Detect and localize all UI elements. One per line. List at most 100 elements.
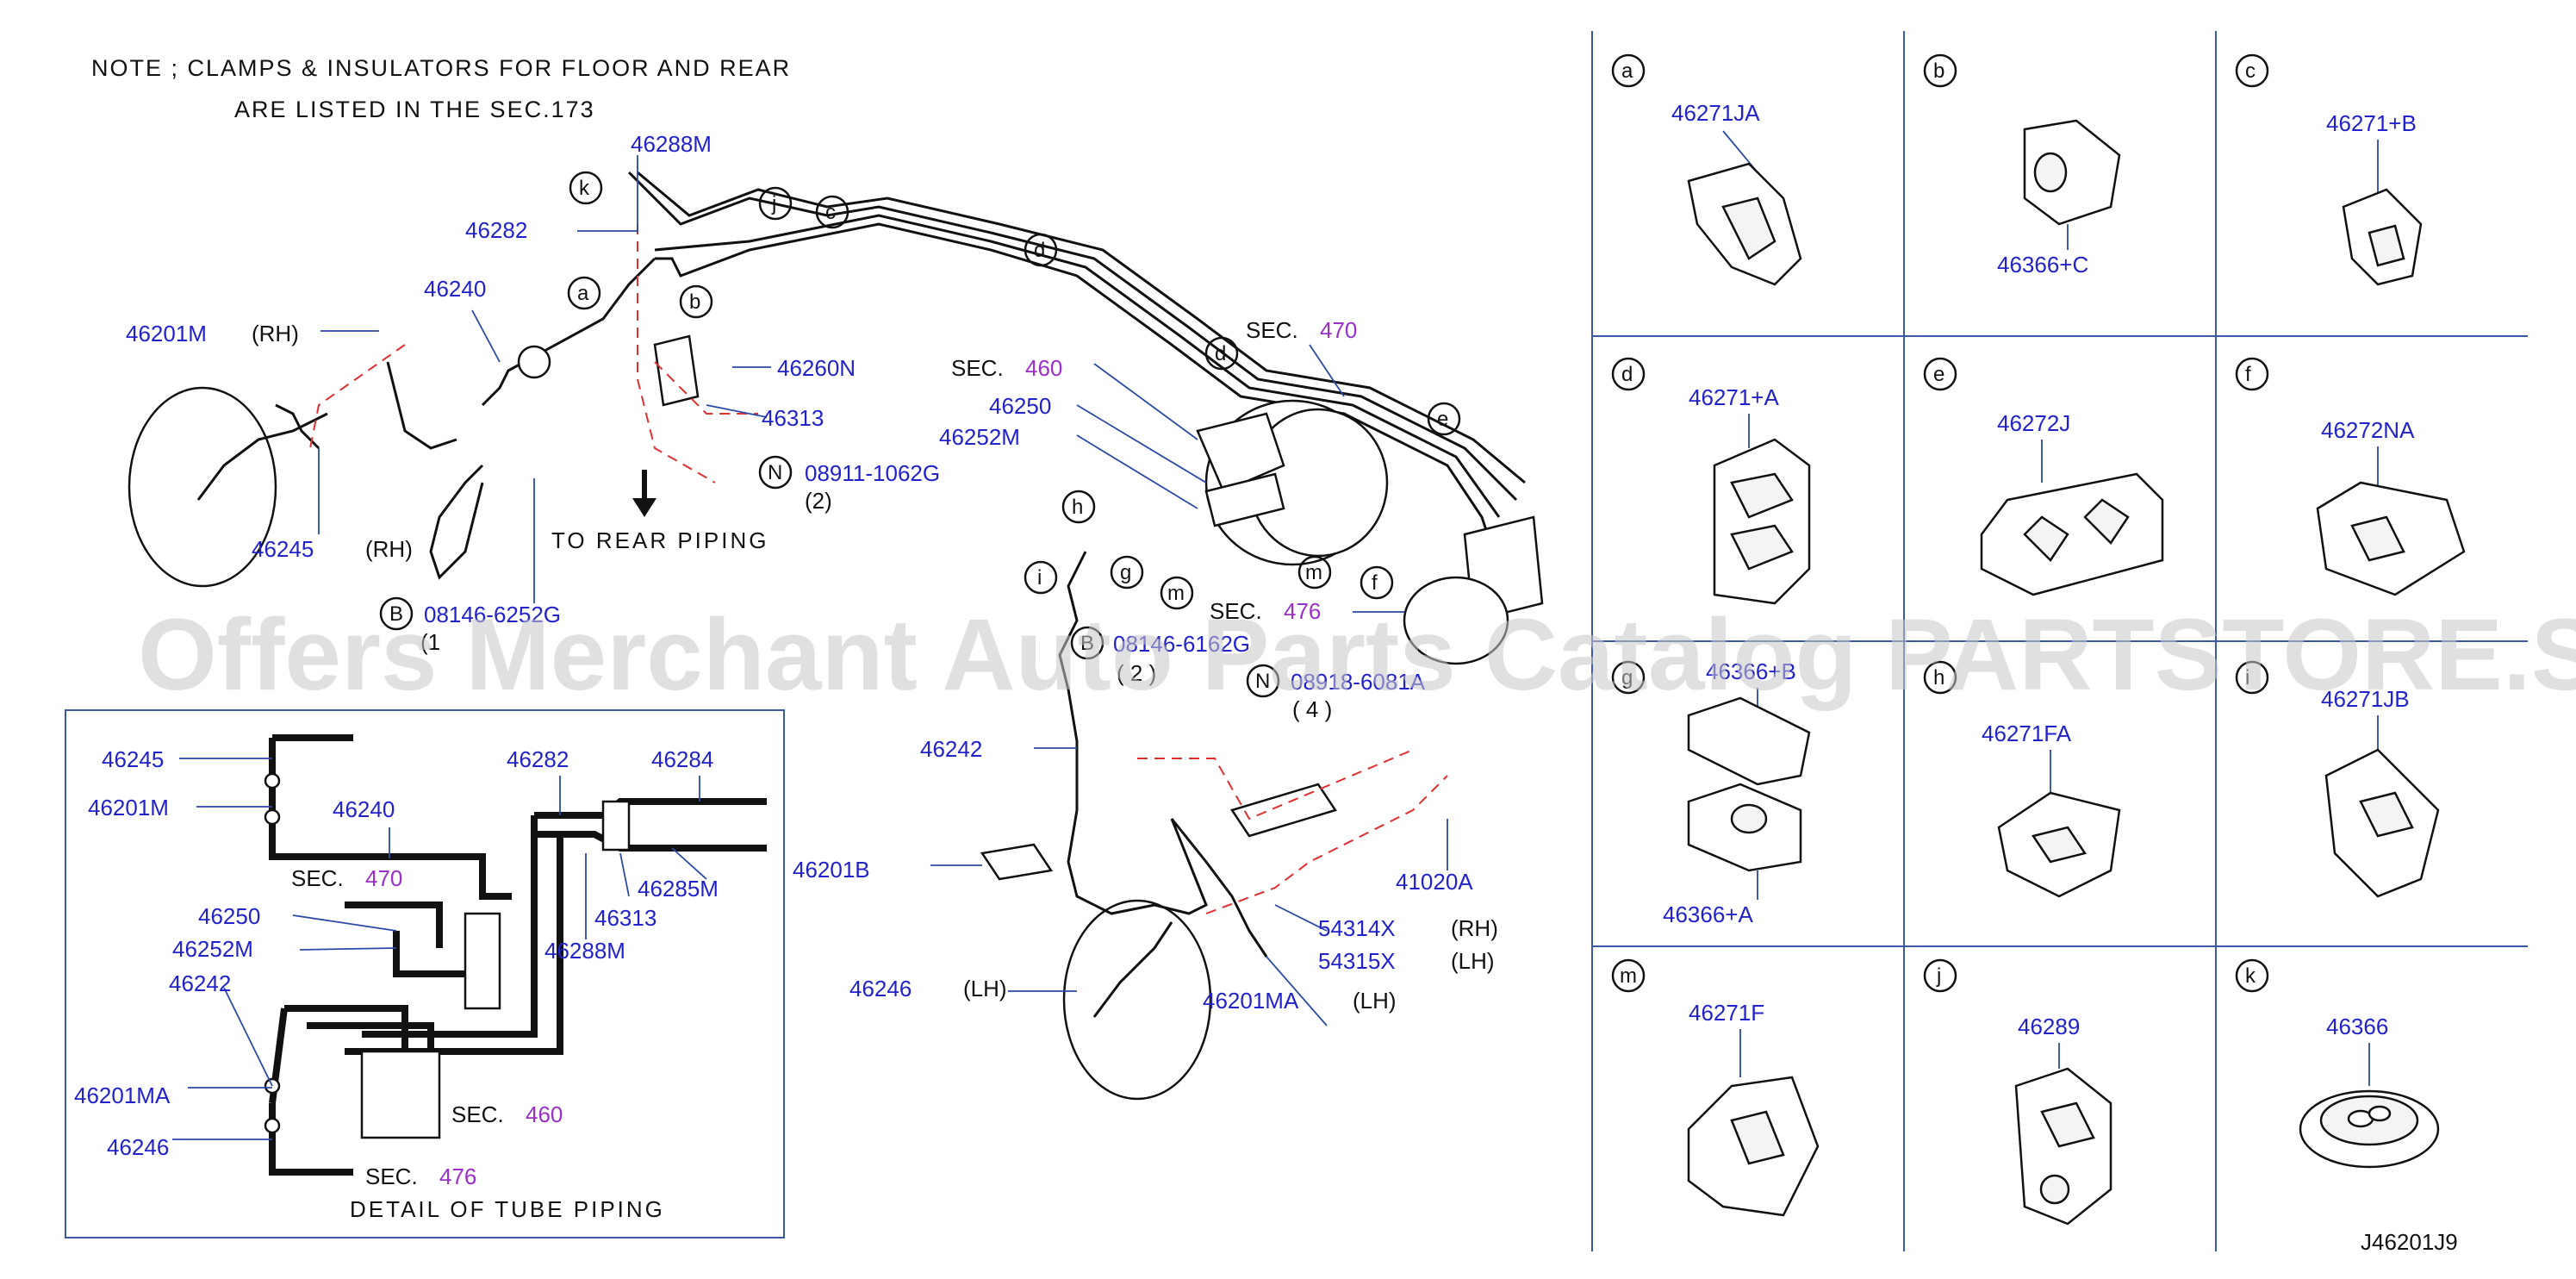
- label-54315X: 54315X: [1318, 948, 1396, 974]
- svg-text:m: m: [1305, 561, 1322, 584]
- n-circle: [758, 455, 793, 490]
- svg-text:B: B: [1080, 632, 1094, 655]
- label-46201B: 46201B: [793, 857, 870, 883]
- label-lh-1: (LH): [1451, 948, 1495, 974]
- arrowhead-icon: [632, 498, 656, 517]
- clamp-cell-g: g 46366+B 46366+A: [1611, 658, 1811, 927]
- svg-text:46271JB: 46271JB: [2321, 686, 2410, 712]
- label-08918-6081A: 08918-6081A: [1291, 669, 1426, 695]
- label-sec-476-word: SEC.: [1210, 598, 1262, 624]
- svg-text:k: k: [579, 177, 590, 200]
- label-46252M: 46252M: [939, 424, 1020, 450]
- svg-text:46272NA: 46272NA: [2321, 417, 2415, 443]
- dashed-guides: [309, 224, 1448, 914]
- lh-wheel-area: [1062, 899, 1212, 1101]
- svg-text:46271F: 46271F: [1689, 1000, 1764, 1026]
- note-line-2: ARE LISTED IN THE SEC.173: [234, 97, 595, 122]
- clamp-cell-c: c 46271+B: [2235, 53, 2423, 286]
- detail-sec-476: 476: [439, 1164, 476, 1189]
- clamp-cell-d: d 46271+A: [1611, 357, 1811, 605]
- svg-text:c: c: [2245, 59, 2256, 83]
- note-line-1: NOTE ; CLAMPS & INSULATORS FOR FLOOR AND…: [91, 55, 791, 81]
- svg-text:46366+A: 46366+A: [1663, 902, 1753, 927]
- lh-hose: [1092, 921, 1173, 1018]
- svg-text:a: a: [577, 282, 589, 305]
- label-rh-2: (RH): [365, 536, 413, 562]
- svg-text:46271+B: 46271+B: [2326, 110, 2417, 136]
- label-46245: 46245: [252, 536, 314, 562]
- svg-text:a: a: [1621, 59, 1633, 83]
- svg-text:j: j: [1936, 964, 1941, 988]
- clamp-cell-i: i 46271JB: [2235, 660, 2440, 898]
- label-qty-2a: (2): [805, 488, 832, 514]
- svg-text:f: f: [2245, 363, 2251, 386]
- watermark: Offers Merchant Auto Parts Catalog PARTS…: [138, 598, 2576, 712]
- svg-text:i: i: [1037, 566, 1042, 590]
- label-46246: 46246: [849, 976, 912, 1001]
- svg-text:d: d: [1621, 363, 1633, 386]
- rh-wheel-area: [128, 386, 277, 588]
- detail-46246: 46246: [107, 1134, 169, 1160]
- label-46282: 46282: [465, 217, 527, 243]
- label-lh-2: (LH): [963, 976, 1007, 1001]
- clamp-cell-b: b 46366+C: [1923, 53, 2121, 278]
- detail-46201MA: 46201MA: [74, 1082, 171, 1108]
- svg-text:i: i: [2245, 666, 2249, 689]
- svg-text:46271JA: 46271JA: [1671, 100, 1760, 126]
- svg-text:e: e: [1437, 408, 1448, 431]
- label-46288M: 46288M: [631, 131, 712, 157]
- detail-sec-460-word: SEC.: [451, 1101, 504, 1127]
- detail-sec-460: 460: [526, 1101, 563, 1127]
- svg-text:d: d: [1034, 239, 1045, 262]
- clamp-cell-k: k 46366: [2235, 958, 2440, 1169]
- svg-text:b: b: [1933, 59, 1944, 83]
- label-54314X: 54314X: [1318, 915, 1396, 941]
- detail-piping: [264, 734, 767, 1176]
- label-46201MA: 46201MA: [1203, 988, 1299, 1014]
- detail-46284: 46284: [651, 746, 713, 772]
- detail-46288M: 46288M: [544, 938, 625, 964]
- clamp-grid: [1591, 31, 2528, 1251]
- detail-46240: 46240: [333, 796, 395, 822]
- label-qty-2b: ( 2 ): [1117, 660, 1156, 686]
- label-sec-470-word: SEC.: [1246, 317, 1298, 343]
- detail-46285M: 46285M: [638, 876, 719, 902]
- leaders-main: [318, 155, 1448, 1026]
- label-sec-476: 476: [1284, 598, 1321, 624]
- svg-text:46271FA: 46271FA: [1982, 721, 2072, 746]
- clamp-cell-m: m 46271F: [1611, 958, 1820, 1217]
- clamp-cell-j: j 46289: [1923, 958, 2112, 1226]
- detail-labels: 46245 46201M 46240 46282 46284 SEC. 470 …: [74, 746, 719, 1222]
- svg-text:c: c: [825, 201, 836, 224]
- clamp-cell-a: a 46271JA: [1611, 53, 1802, 286]
- clamp-cell-h: h 46271FA: [1923, 660, 2121, 898]
- label-46242: 46242: [920, 736, 982, 762]
- detail-sec-476-word: SEC.: [365, 1164, 418, 1189]
- svg-text:46289: 46289: [2018, 1014, 2080, 1039]
- svg-text:46366+C: 46366+C: [1997, 252, 2088, 278]
- svg-text:m: m: [1167, 582, 1185, 605]
- svg-text:d: d: [1215, 342, 1226, 365]
- detail-box: [65, 709, 785, 1238]
- b-circle: [379, 596, 414, 631]
- label-08911-1062G: 08911-1062G: [805, 460, 940, 486]
- svg-text:46271+A: 46271+A: [1689, 384, 1779, 410]
- svg-text:46366: 46366: [2326, 1014, 2388, 1039]
- label-08146-lh: 08146-6162G: [1113, 631, 1250, 657]
- detail-46282: 46282: [507, 746, 569, 772]
- label-sec-460-word: SEC.: [951, 355, 1004, 381]
- label-sec-470: 470: [1320, 317, 1357, 343]
- label-qty-1: (1: [420, 629, 440, 655]
- main-piping: [275, 171, 1544, 958]
- clamp-cell-e: e 46272J: [1923, 357, 2164, 596]
- rh-hose: [196, 412, 328, 501]
- svg-text:B: B: [389, 602, 403, 626]
- label-46260N: 46260N: [777, 355, 856, 381]
- diagram-code: J46201J9: [2361, 1229, 2458, 1255]
- label-lh-3: (LH): [1353, 988, 1397, 1014]
- svg-text:f: f: [1372, 571, 1378, 595]
- detail-46252M: 46252M: [172, 936, 253, 962]
- label-rh-1: (RH): [252, 321, 299, 346]
- detail-46250: 46250: [198, 903, 260, 929]
- svg-text:46272J: 46272J: [1997, 410, 2070, 436]
